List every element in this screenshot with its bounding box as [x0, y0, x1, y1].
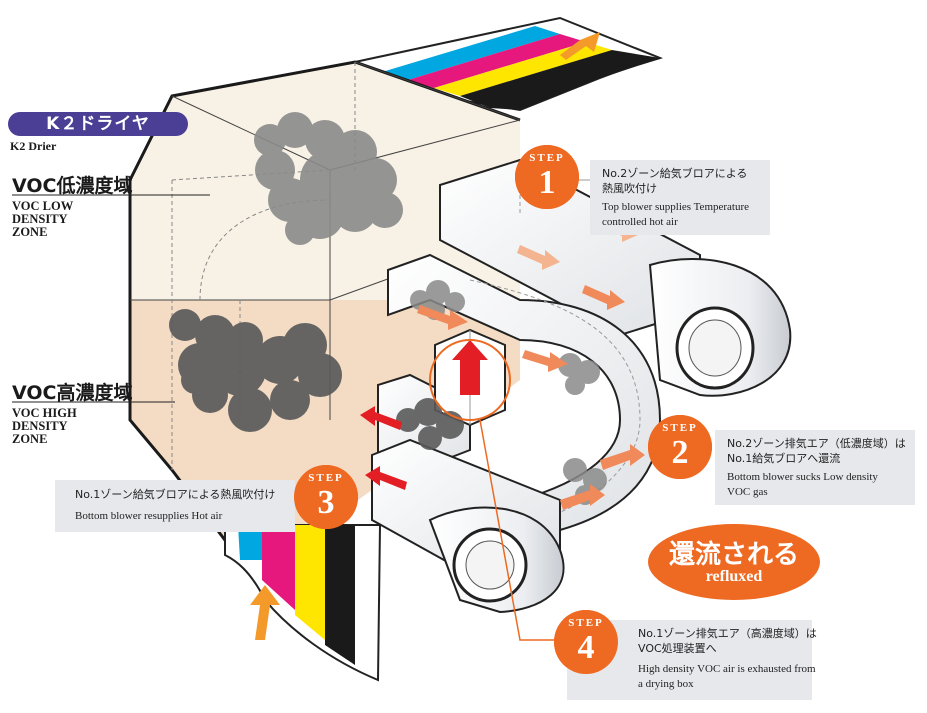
step-3-jp: No.1ゾーン給気ブロアによる熱風吹付け: [75, 488, 276, 501]
step-4-jp-line: No.1ゾーン排気エア（高濃度域）は: [638, 627, 817, 640]
zone-high-en: VOC HIGH DENSITY ZONE: [12, 407, 77, 446]
step-2-en-line: Bottom blower sucks Low density: [727, 471, 878, 483]
title-badge: K２ドライヤ: [8, 112, 188, 136]
step-2-info: [715, 430, 915, 505]
step-3-info: [55, 480, 295, 532]
zone-low-line: ZONE: [12, 225, 48, 239]
step-1-info: [590, 160, 770, 235]
step-2-jp-line: No.1給気ブロアへ還流: [727, 452, 841, 465]
step-2-en-line: VOC gas: [727, 486, 768, 498]
title-text: K２ドライヤ: [46, 114, 150, 134]
bottom-web: [224, 524, 382, 682]
zone-high-title: VOC高濃度域: [12, 382, 133, 404]
step-4-number: 4: [577, 629, 595, 666]
step-1-en: Top blower supplies Temperature controll…: [602, 200, 749, 230]
step-3-number: 3: [317, 484, 335, 521]
arrow-icon: [250, 32, 645, 640]
step-4-word: STEP: [568, 617, 604, 629]
step-1-en-line: controlled hot air: [602, 216, 678, 228]
zone-low-line: VOC LOW: [12, 199, 74, 213]
step-1-en-line: Top blower supplies Temperature: [602, 201, 750, 213]
smoke-cloud-icon: [254, 112, 403, 245]
step-4-en-line: a drying box: [638, 678, 694, 690]
step-4-jp-line: VOC処理装置へ: [638, 642, 717, 655]
step-2-jp: No.2ゾーン排気エア（低濃度域）は No.1給気ブロアへ還流: [727, 436, 906, 466]
step-2-word: STEP: [662, 422, 698, 434]
smoke-cloud-icon: [410, 280, 607, 505]
blower-icon: [428, 506, 565, 614]
step-2-number: 2: [671, 434, 689, 471]
step-1-jp-line: No.2ゾーン給気ブロアによる: [602, 167, 748, 180]
step-4-en-line: High density VOC air is exhausted from: [638, 663, 816, 675]
refluxed-badge: [648, 524, 820, 600]
smoke-cloud-icon: [169, 309, 342, 432]
zone-high-line: DENSITY: [12, 419, 68, 433]
blower-icon: [648, 257, 792, 397]
refluxed-en: refluxed: [705, 568, 763, 585]
step-1-jp-line: 熱風吹付け: [602, 182, 657, 195]
step-3-en: Bottom blower resupplies Hot air: [75, 510, 223, 522]
step-3-word: STEP: [308, 472, 344, 484]
refluxed-jp: 還流される: [668, 540, 799, 570]
step-2-jp-line: No.2ゾーン排気エア（低濃度域）は: [727, 437, 906, 450]
zone-low-line: DENSITY: [12, 212, 68, 226]
zone-low-en: VOC LOW DENSITY ZONE: [12, 200, 73, 239]
step-4-en: High density VOC air is exhausted from a…: [638, 662, 816, 692]
leader-lines: [12, 179, 600, 641]
step-4-jp: No.1ゾーン排気エア（高濃度域）は VOC処理装置へ: [638, 626, 817, 656]
step-1-jp: No.2ゾーン給気ブロアによる 熱風吹付け: [602, 166, 747, 196]
step-1-word: STEP: [529, 152, 565, 164]
zone-high-line: ZONE: [12, 432, 48, 446]
zone-high-line: VOC HIGH: [12, 406, 77, 420]
zone-low-title: VOC低濃度域: [12, 175, 133, 197]
subtitle: K2 Drier: [10, 139, 57, 153]
step-2-en: Bottom blower sucks Low density VOC gas: [727, 470, 878, 500]
step-1-number: 1: [538, 164, 556, 201]
